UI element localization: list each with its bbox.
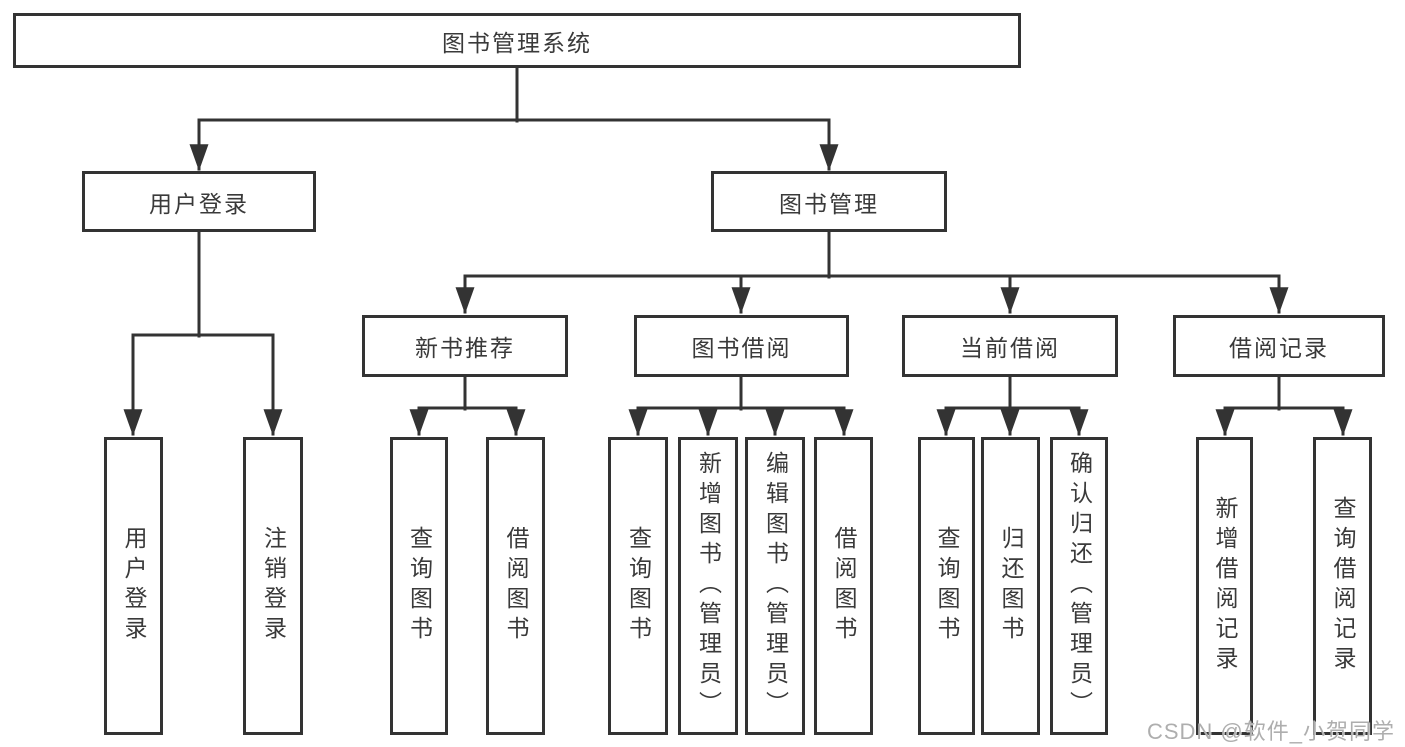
leaf-query-books-3: 查询图书 — [918, 437, 975, 735]
node-root-label: 图书管理系统 — [442, 29, 592, 56]
leaf-logout-label: 注销登录 — [260, 526, 287, 646]
leaf-add-book-admin: 新增图书（管理员） — [678, 437, 738, 735]
leaf-confirm-return-admin-label: 确认归还（管理员） — [1066, 451, 1093, 721]
node-book-borrowing: 图书借阅 — [634, 315, 849, 377]
leaf-borrow-books-2: 借阅图书 — [814, 437, 873, 735]
node-book-management: 图书管理 — [711, 171, 947, 232]
leaf-query-borrow-record-label: 查询借阅记录 — [1330, 496, 1356, 676]
leaf-edit-book-admin-label: 编辑图书（管理员） — [762, 451, 789, 721]
leaf-query-borrow-record: 查询借阅记录 — [1313, 437, 1372, 735]
node-current-borrowing: 当前借阅 — [902, 315, 1118, 377]
node-book-borrowing-label: 图书借阅 — [691, 335, 792, 361]
node-new-book-recommend: 新书推荐 — [362, 315, 568, 377]
node-root: 图书管理系统 — [13, 13, 1021, 68]
leaf-query-books-3-label: 查询图书 — [934, 526, 960, 646]
node-user-login: 用户登录 — [82, 171, 316, 232]
leaf-query-books-1: 查询图书 — [390, 437, 448, 735]
node-new-book-recommend-label: 新书推荐 — [415, 335, 515, 361]
leaf-borrow-books-1-label: 借阅图书 — [503, 526, 529, 646]
leaf-return-books-label: 归还图书 — [998, 526, 1024, 646]
leaf-user-login-label: 用户登录 — [121, 526, 147, 646]
leaf-add-borrow-record-label: 新增借阅记录 — [1212, 496, 1238, 676]
node-book-management-label: 图书管理 — [779, 190, 879, 217]
node-borrowing-records-label: 借阅记录 — [1229, 335, 1329, 361]
node-user-login-label: 用户登录 — [149, 190, 249, 217]
leaf-logout: 注销登录 — [243, 437, 303, 735]
leaf-confirm-return-admin: 确认归还（管理员） — [1050, 437, 1108, 735]
node-borrowing-records: 借阅记录 — [1173, 315, 1385, 377]
node-current-borrowing-label: 当前借阅 — [960, 335, 1060, 361]
leaf-edit-book-admin: 编辑图书（管理员） — [745, 437, 805, 735]
leaf-add-borrow-record: 新增借阅记录 — [1196, 437, 1253, 735]
leaf-return-books: 归还图书 — [981, 437, 1040, 735]
leaf-add-book-admin-label: 新增图书（管理员） — [695, 451, 722, 721]
leaf-user-login: 用户登录 — [104, 437, 163, 735]
leaf-query-books-2-label: 查询图书 — [625, 526, 652, 646]
leaf-query-books-2: 查询图书 — [608, 437, 668, 735]
leaf-borrow-books-1: 借阅图书 — [486, 437, 545, 735]
csdn-watermark: CSDN @软件_小贺同学 — [1146, 719, 1395, 744]
leaf-borrow-books-2-label: 借阅图书 — [831, 526, 857, 646]
leaf-query-books-1-label: 查询图书 — [406, 526, 433, 646]
